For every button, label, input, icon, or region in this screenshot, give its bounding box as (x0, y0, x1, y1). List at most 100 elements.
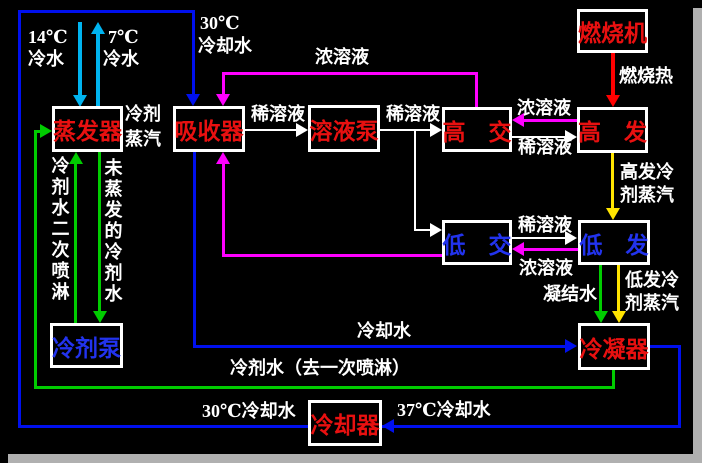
arrowhead-weak-into-gen-high (565, 130, 577, 144)
arrowhead-strong-into-hx-low (512, 242, 524, 256)
arrowhead-spray-into-evaporator (40, 124, 52, 138)
label-weak-solution-high: 稀溶液 (518, 137, 572, 157)
line-condensate-v (599, 265, 602, 312)
line-evap-to-pump-v (98, 152, 101, 312)
box-label-burner: 燃烧机 (578, 21, 647, 46)
label-strong-solution-high: 浓溶液 (517, 98, 571, 118)
line-strong-abs-top-v (222, 74, 225, 95)
box-label-hx-high: 高 交 (442, 119, 512, 145)
box-label-hx-low: 低 交 (442, 232, 512, 258)
box-solution-pump: 溶液泵 (308, 105, 380, 152)
line-burner-heat-v (611, 53, 615, 96)
line-weak-hxh-to-gh (512, 136, 566, 138)
line-weak-abs-to-pump (245, 129, 297, 131)
label-chilled-in-temp: 14℃ (28, 27, 68, 47)
arrowhead-strong-into-hx-high (512, 113, 524, 127)
box-label-refrigerant-pump: 冷剂泵 (52, 335, 121, 361)
arrowhead-cooling-into-condenser (565, 339, 577, 353)
line-gen-high-vapor-v (611, 153, 614, 209)
arrowhead-into-refrigerant-pump (93, 311, 107, 323)
label-cooling-in-name: 冷却水 (198, 36, 252, 56)
drop-shadow-right (693, 8, 702, 454)
label-weak-solution-2: 稀溶液 (386, 104, 440, 124)
line-strong-gl-to-hxl (523, 248, 578, 251)
arrowhead-weak-into-solution-pump (296, 123, 308, 137)
arrowhead-cooling-into-cooler (382, 419, 394, 433)
box-absorber: 吸收器 (173, 106, 245, 152)
label-cooling-37: 37℃冷却水 (397, 400, 491, 420)
box-hx-high: 高 交 (442, 107, 512, 152)
box-gen-high: 高 发 (577, 107, 648, 153)
line-cooling-top-h (18, 10, 194, 13)
line-weak-pump-out (380, 129, 431, 131)
arrowhead-vapor-into-condenser (612, 311, 626, 323)
line-cooling-bottom-left-h (18, 425, 310, 428)
arrowhead-cooling-into-absorber (186, 94, 200, 106)
line-condenser-in-h (193, 345, 565, 348)
arrowhead-weak-into-hx-high (430, 123, 442, 137)
line-cooling-right-v (678, 345, 681, 428)
line-gen-low-vapor-v (617, 265, 620, 312)
line-weak-hxl-to-gl (512, 237, 566, 239)
label-weak-solution-1: 稀溶液 (251, 104, 305, 124)
label-weak-solution-low: 稀溶液 (518, 215, 572, 235)
label-gen-high-vapor-2: 剂蒸汽 (620, 185, 674, 205)
label-cooling-in-temp: 30℃ (200, 13, 240, 33)
label-cooling-water-mid: 冷却水 (357, 321, 411, 341)
line-strong-abs-bottom-v (222, 163, 225, 255)
box-label-evaporator: 蒸发器 (53, 119, 122, 144)
label-chilled-out-name: 冷水 (103, 49, 139, 69)
box-burner: 燃烧机 (577, 9, 648, 53)
line-cooling-left-v (18, 10, 21, 428)
label-cooling-30: 30℃冷却水 (202, 401, 296, 421)
line-absorber-out-v (193, 152, 196, 347)
line-primary-spray-stub (34, 130, 42, 133)
label-chilled-in-name: 冷水 (28, 49, 64, 69)
label-strong-solution-low: 浓溶液 (519, 258, 573, 278)
arrowhead-vapor-into-gen-low (606, 208, 620, 220)
box-gen-low: 低 发 (578, 220, 650, 265)
box-label-condenser: 冷凝器 (579, 336, 649, 362)
arrowhead-strong-into-absorber-top (216, 94, 230, 106)
line-primary-spray-v (34, 130, 37, 388)
label-gen-low-vapor-2: 剂蒸汽 (625, 293, 679, 313)
line-weak-branch-v (414, 129, 416, 231)
box-label-gen-high: 高 发 (578, 120, 647, 145)
box-cooler: 冷却器 (308, 400, 382, 446)
line-strong-gh-to-hxh (523, 119, 577, 122)
label-gen-low-vapor-1: 低发冷 (625, 270, 679, 290)
arrowhead-condensate-into-condenser (594, 311, 608, 323)
label-refrigerant-vapor-2: 蒸汽 (125, 129, 161, 149)
line-condenser-drain-v (612, 370, 615, 388)
line-absorber-in-v (192, 10, 195, 97)
label-primary-spray: 冷剂水（去一次喷淋） (230, 358, 410, 378)
box-condenser: 冷凝器 (578, 323, 650, 370)
arrowhead-weak-into-gen-low (565, 231, 577, 245)
line-strong-top-h (222, 72, 478, 75)
box-evaporator: 蒸发器 (52, 106, 123, 152)
label-refrigerant-vapor-1: 冷剂 (125, 104, 161, 124)
box-label-absorber: 吸收器 (174, 119, 244, 144)
line-primary-spray-h (34, 386, 615, 389)
drop-shadow-bottom (8, 454, 702, 463)
vlabel-secondary-spray-label: 冷剂水二次喷淋 (51, 156, 70, 302)
line-pump-to-evap-v (74, 163, 77, 323)
box-label-cooler: 冷却器 (310, 413, 380, 438)
arrowhead-chilled-out-arrow (91, 22, 105, 34)
line-chilled-in-v (78, 22, 82, 97)
arrowhead-strong-into-absorber-bottom (216, 152, 230, 164)
label-chilled-out-temp: 7℃ (108, 27, 139, 47)
line-weak-branch-h (414, 229, 431, 231)
arrowhead-chilled-in-arrow (73, 95, 87, 107)
arrowhead-weak-into-hx-low (430, 223, 442, 237)
box-label-solution-pump: 溶液泵 (309, 118, 379, 144)
line-strong-hxh-up-v (475, 72, 478, 108)
label-strong-solution-top: 浓溶液 (315, 47, 369, 67)
arrowhead-heat-into-gen-high (606, 95, 620, 107)
box-label-gen-low: 低 发 (579, 232, 649, 258)
box-hx-low: 低 交 (442, 220, 512, 265)
line-strong-low-h (222, 254, 443, 257)
label-condensate: 凝结水 (543, 284, 597, 304)
line-condenser-out-h (650, 345, 678, 348)
